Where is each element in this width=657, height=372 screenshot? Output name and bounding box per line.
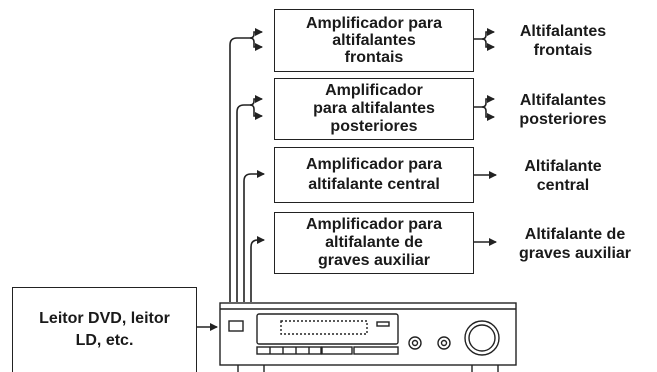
front-amp-to-speakers: [474, 28, 495, 40]
wire-rear-amp-a: [249, 95, 263, 106]
rear-speakers-label: Altifalantes posteriores: [519, 92, 607, 128]
wire-rear-amp: [236, 104, 250, 302]
subwoofer-amplifier-box: Amplificador para altifalante de graves …: [274, 212, 474, 274]
wire-front-amp-a: [249, 28, 263, 39]
wire-rear-amp-b: [249, 104, 263, 120]
wire-center-amp: [243, 170, 265, 302]
rear-amplifier-box: Amplificador para altifalantes posterior…: [274, 78, 474, 140]
source-device-box: Leitor DVD, leitor LD, etc.: [12, 287, 197, 372]
front-amplifier-box: Amplificador para altifalantes frontais: [274, 9, 474, 72]
center-speaker-label: Altifalante central: [524, 158, 602, 194]
wire-front-amp-b: [249, 37, 263, 51]
subwoofer-speaker-label: Altifalante de graves auxiliar: [518, 226, 632, 262]
source-device-label: Leitor DVD, leitor LD, etc.: [39, 310, 170, 349]
wire-front-amp: [229, 37, 250, 302]
rear-amp-to-speakers-b: [481, 106, 495, 121]
center-amplifier-label: Amplificador para altifalante central: [305, 156, 443, 193]
av-receiver-illustration: [219, 302, 517, 372]
wire-sub-amp: [250, 236, 265, 302]
front-amplifier-label: Amplificador para altifalantes frontais: [305, 15, 443, 66]
front-speakers-label: Altifalantes frontais: [519, 23, 607, 59]
rear-amplifier-label: Amplificador para altifalantes posterior…: [313, 82, 435, 135]
center-amplifier-box: Amplificador para altifalante central: [274, 147, 474, 203]
front-amp-to-speakers-b: [481, 38, 495, 51]
subwoofer-amplifier-label: Amplificador para altifalante de graves …: [305, 216, 443, 269]
rear-amp-to-speakers: [474, 95, 495, 108]
